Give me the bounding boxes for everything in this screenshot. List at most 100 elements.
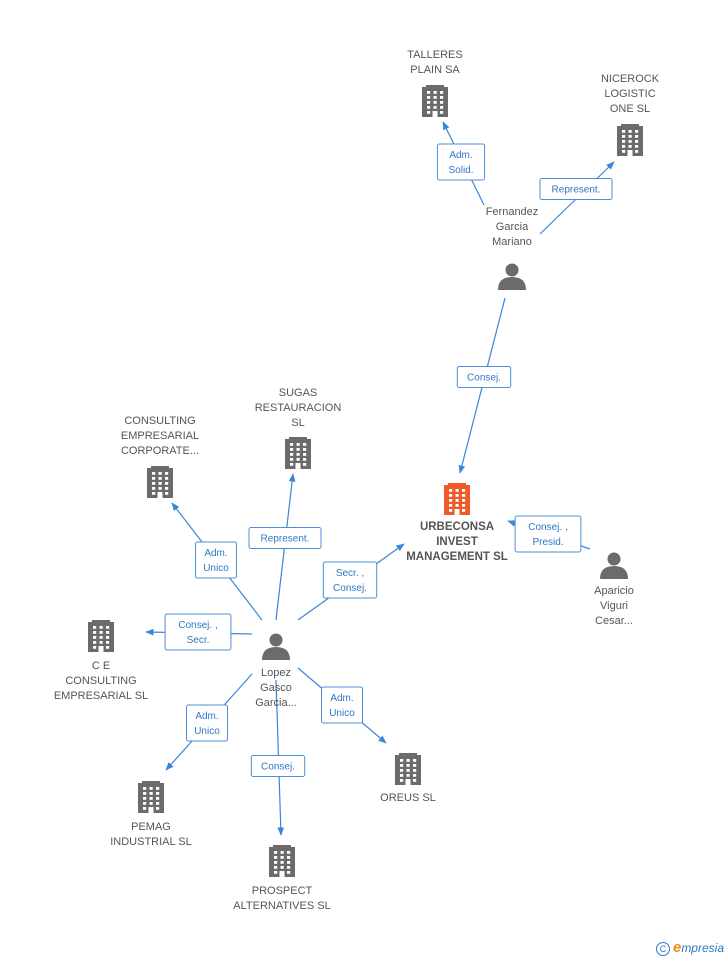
edge-label: Adm. Unico — [195, 541, 237, 579]
building-icon — [444, 483, 470, 515]
edge-label: Adm. Unico — [186, 704, 228, 742]
node-label: TALLERES — [407, 49, 462, 61]
edge-label-box — [436, 143, 486, 181]
node-lopez[interactable]: LopezGascoGarcia... — [255, 633, 297, 710]
edge-label-box — [321, 686, 363, 724]
node-label: OREUS SL — [380, 792, 436, 804]
node-ce_consulting[interactable]: C E CONSULTING EMPRESARIAL SL — [54, 620, 148, 702]
person-icon — [498, 263, 526, 290]
edge-label-text: Consej. , — [178, 620, 217, 631]
node-oreus[interactable]: OREUS SL — [380, 753, 436, 804]
person-icon — [600, 552, 628, 579]
node-label: Cesar... — [595, 615, 633, 627]
node-pemag[interactable]: PEMAG INDUSTRIAL SL — [110, 781, 192, 848]
edge-label-box — [539, 178, 613, 200]
node-label: SUGAS — [279, 387, 318, 399]
edge-label-box — [248, 527, 322, 549]
edge-label-text: Consej. — [261, 762, 295, 773]
node-label: CONSULTING — [65, 675, 136, 687]
edge-label-box — [195, 541, 237, 579]
node-sugas[interactable]: SUGAS RESTAURACION SL — [255, 387, 342, 469]
edge-label-box — [164, 613, 232, 651]
brand-logo-letter: e — [672, 939, 682, 956]
node-label: LOGISTIC — [604, 88, 655, 100]
node-label: ONE SL — [610, 103, 650, 115]
node-label: EMPRESARIAL — [121, 430, 199, 442]
node-urbeconsa[interactable]: URBECONSA INVEST MANAGEMENT SL — [406, 483, 508, 563]
node-talleres[interactable]: TALLERES PLAIN SA — [407, 49, 463, 117]
building-icon — [88, 620, 114, 652]
edge-label: Consej. , Secr. — [164, 613, 232, 651]
edge-label: Consej. — [250, 755, 306, 777]
node-label: INVEST — [436, 536, 478, 548]
edge-label: Represent. — [248, 527, 322, 549]
node-label: EMPRESARIAL SL — [54, 690, 148, 702]
node-label: Garcia... — [255, 697, 297, 709]
edge-label: Consej. — [456, 366, 512, 388]
edge-label-text: Represent. — [261, 534, 310, 545]
node-label: NICEROCK — [601, 73, 660, 85]
building-icon — [138, 781, 164, 813]
edge-label-text: Presid. — [532, 537, 563, 548]
brand-name: mpresia — [681, 941, 724, 955]
node-label: SL — [291, 417, 304, 429]
edge-label-text: Solid. — [448, 165, 473, 176]
node-label: ALTERNATIVES SL — [233, 900, 330, 912]
edge-label-box — [514, 515, 582, 553]
building-icon — [617, 124, 643, 156]
node-label: PEMAG — [131, 821, 171, 833]
edge-label-box — [322, 561, 378, 599]
edge-label-box — [456, 366, 512, 388]
edge-label-text: Consej. — [467, 373, 501, 384]
edge-label-text: Secr. , — [336, 568, 364, 579]
node-label: RESTAURACION — [255, 402, 342, 414]
node-label: Aparicio — [594, 585, 634, 597]
edge-label-text: Consej. — [333, 583, 367, 594]
edge-label: Secr. , Consej. — [322, 561, 378, 599]
node-label: Viguri — [600, 600, 628, 612]
node-label: C E — [92, 660, 110, 672]
node-label: Mariano — [492, 236, 532, 248]
edge-label: Adm. Unico — [321, 686, 363, 724]
node-label: Gasco — [260, 682, 292, 694]
node-nicerock[interactable]: NICEROCK LOGISTIC ONE SL — [601, 73, 660, 156]
edge-label-text: Consej. , — [528, 522, 567, 533]
node-label: MANAGEMENT SL — [406, 551, 508, 563]
building-icon — [395, 753, 421, 785]
edge-label-text: Unico — [329, 708, 355, 719]
edge-label-box — [186, 704, 228, 742]
node-aparicio[interactable]: AparicioViguriCesar... — [594, 552, 634, 628]
node-label: PROSPECT — [252, 885, 313, 897]
node-label: CONSULTING — [124, 415, 195, 427]
node-label: Fernandez — [486, 206, 539, 218]
edge-label-text: Adm. — [195, 711, 218, 722]
building-icon — [147, 466, 173, 498]
building-icon — [285, 437, 311, 469]
node-label: Garcia — [496, 221, 529, 233]
edge-label: Represent. — [539, 178, 613, 200]
building-icon — [269, 845, 295, 877]
node-label: URBECONSA — [420, 521, 494, 533]
edge-label: Adm. Solid. — [436, 143, 486, 181]
node-label: PLAIN SA — [410, 64, 460, 76]
edge-label-box — [250, 755, 306, 777]
person-icon — [262, 633, 290, 660]
edge-label-text: Secr. — [187, 635, 210, 646]
node-label: CORPORATE... — [121, 445, 199, 457]
edge-label-text: Adm. — [330, 693, 353, 704]
copyright-icon: C — [655, 942, 670, 956]
building-icon — [422, 85, 448, 117]
edge-label-text: Adm. — [449, 150, 472, 161]
edge-label: Consej. , Presid. — [514, 515, 582, 553]
edge-label-text: Represent. — [552, 185, 601, 196]
edge-label-text: Adm. — [204, 548, 227, 559]
node-label: INDUSTRIAL SL — [110, 836, 192, 848]
edge-label-text: Unico — [203, 563, 229, 574]
edge-label-text: Unico — [194, 726, 220, 737]
node-label: Lopez — [261, 667, 291, 679]
node-consulting_corp[interactable]: CONSULTING EMPRESARIAL CORPORATE... — [121, 415, 199, 498]
node-prospect[interactable]: PROSPECT ALTERNATIVES SL — [233, 845, 331, 912]
